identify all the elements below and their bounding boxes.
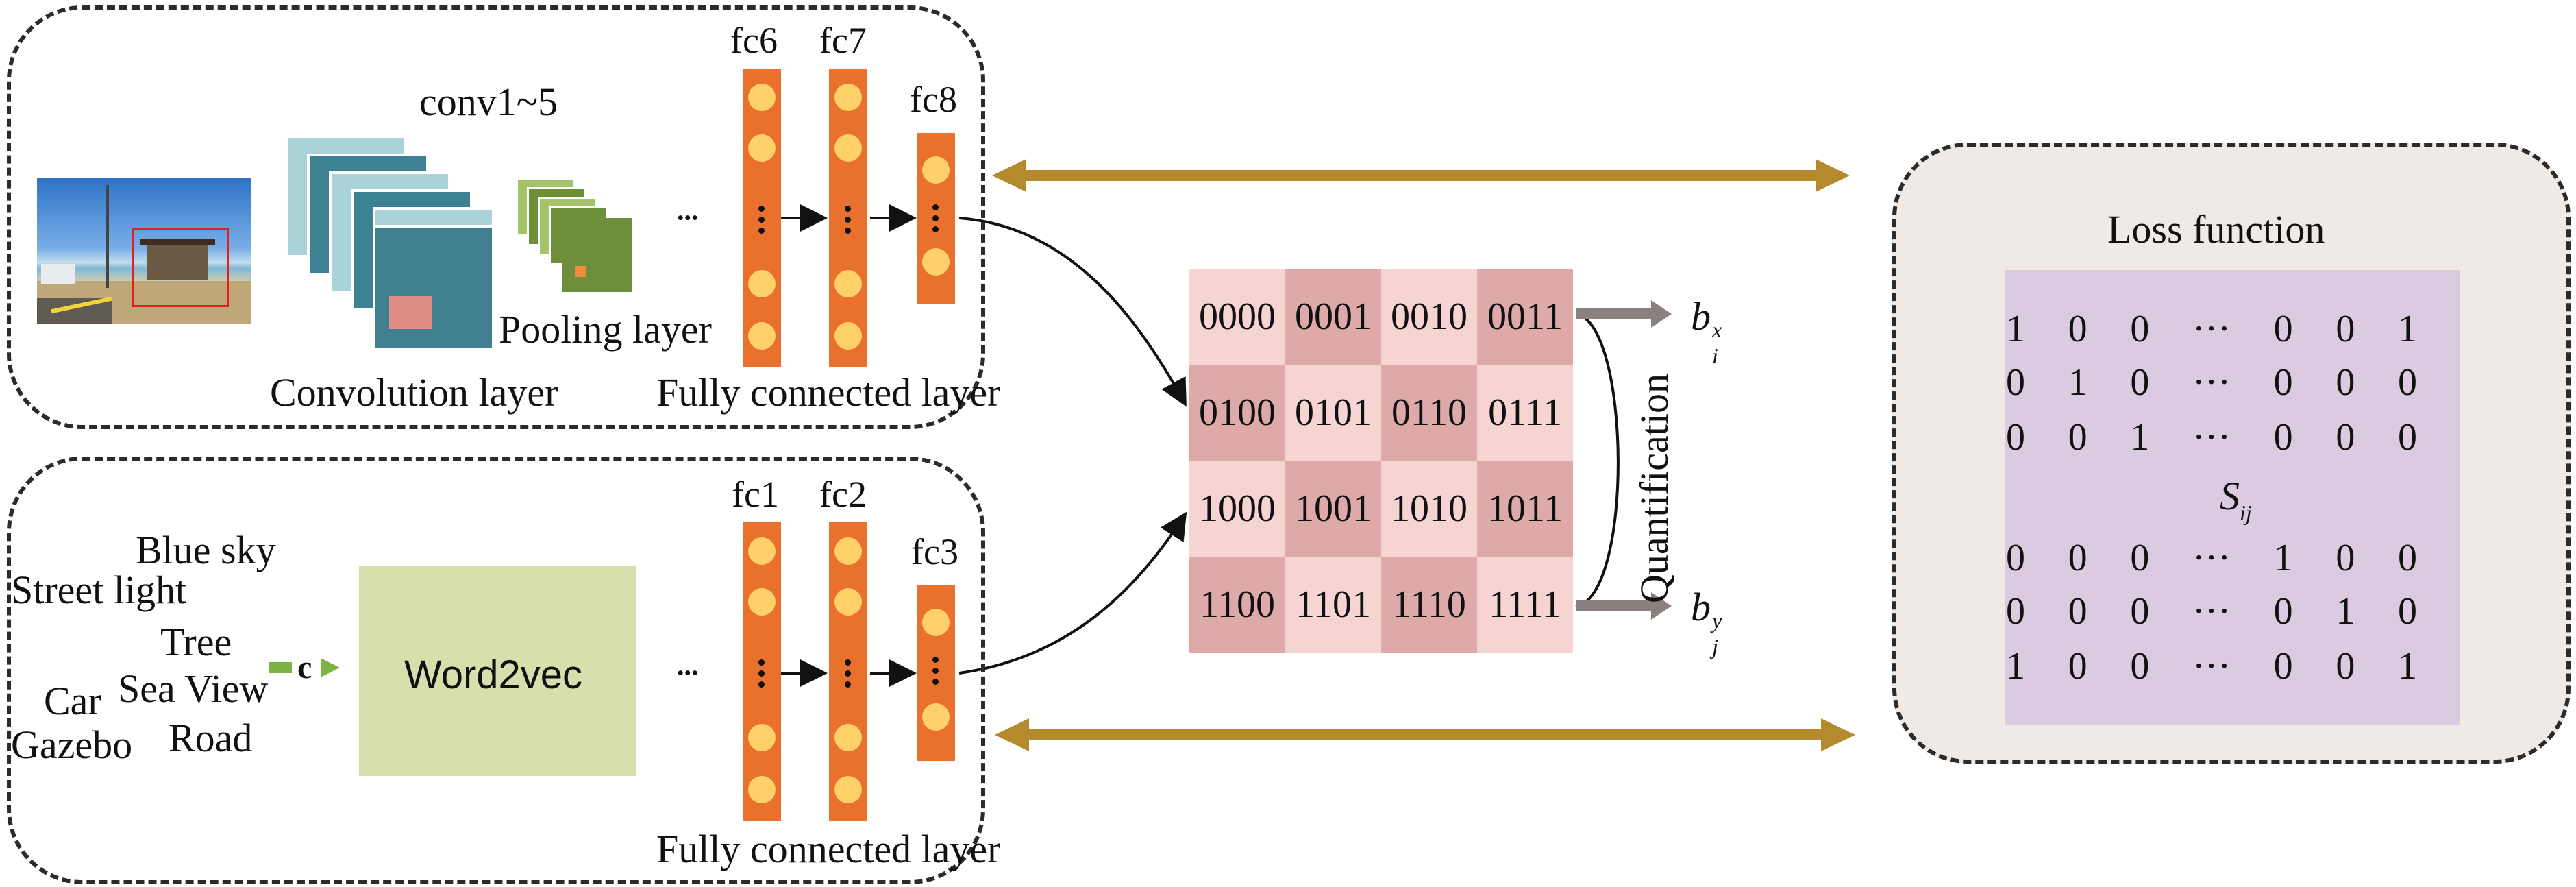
fc1-label: fc1 <box>732 474 779 515</box>
fc3-node <box>922 609 950 636</box>
word-road: Road <box>169 716 253 760</box>
fc8-node <box>922 248 950 276</box>
by-base: b <box>1691 585 1711 629</box>
hash-cell: 1000 <box>1189 461 1285 557</box>
fc8-node <box>922 156 950 184</box>
double-arrow-bottom <box>995 718 1855 751</box>
fc7-layer <box>829 69 867 367</box>
hash-cell: 0111 <box>1477 365 1573 461</box>
image-ellipsis: ... <box>676 184 699 228</box>
hash-cell: 1100 <box>1189 557 1285 653</box>
text-fully-connected-label: Fully connected layer <box>656 827 1001 871</box>
word-street-light: Street light <box>11 568 187 612</box>
fc6-node <box>748 270 776 297</box>
fc1-node <box>748 588 776 616</box>
fc2-node <box>834 776 862 803</box>
fc6-layer <box>743 69 781 367</box>
bounding-box <box>132 228 229 307</box>
loss-function-title: Loss function <box>2107 207 2325 252</box>
bx-base: b <box>1691 294 1711 339</box>
word-tree: Tree <box>160 620 232 664</box>
output-arrow-top <box>1576 300 1672 328</box>
conv-label: conv1~5 <box>419 80 558 124</box>
similarity-symbol: Sij <box>2220 474 2252 525</box>
hash-code-grid: 0000 0001 0010 0011 0100 0101 0110 0111 … <box>1189 269 1573 653</box>
hash-cell: 0110 <box>1381 365 1477 461</box>
hash-cell: 0010 <box>1381 269 1477 365</box>
quantification-label: Quantification <box>1632 373 1676 603</box>
word-sea-view: Sea View <box>118 666 269 711</box>
bx-sub: i <box>1712 343 1718 368</box>
similarity-matrix <box>2005 270 2460 725</box>
hash-cell: 0101 <box>1285 365 1381 461</box>
fc7-node <box>834 134 862 162</box>
hash-cell: 0001 <box>1285 269 1381 365</box>
fc2-layer <box>829 522 867 821</box>
output-arrow-bottom <box>1576 592 1672 620</box>
image-fully-connected-label: Fully connected layer <box>656 370 1001 415</box>
fc1-layer <box>743 522 781 821</box>
curve-image-to-grid <box>958 217 1187 407</box>
fc6-node <box>748 322 776 350</box>
word2vec-label: Word2vec <box>404 653 583 697</box>
hash-cell: 1011 <box>1477 461 1573 557</box>
word-gazebo: Gazebo <box>11 722 133 767</box>
double-arrow-top <box>992 159 1850 192</box>
convolution-layer-label: Convolution layer <box>270 370 558 415</box>
beach-photo-thumbnail <box>37 178 251 324</box>
fc2-node <box>834 724 862 751</box>
hash-cell: 1110 <box>1381 557 1477 653</box>
text-ellipsis: ... <box>676 639 699 683</box>
image-branch-panel <box>7 5 985 429</box>
fc3-layer <box>917 585 955 761</box>
c-label: c <box>297 649 312 685</box>
fc8-layer <box>917 133 955 304</box>
hash-cell: 1111 <box>1477 557 1573 653</box>
fc1-node <box>748 724 776 751</box>
fc1-node <box>748 776 776 803</box>
by-sup: y <box>1712 608 1722 633</box>
fc7-node <box>834 270 862 297</box>
fc8-label: fc8 <box>910 79 957 120</box>
quantification-bracket <box>1575 313 1620 608</box>
curve-text-to-grid <box>958 511 1187 675</box>
word2vec-box <box>359 566 636 776</box>
fc1-node <box>748 537 776 565</box>
text-branch-panel <box>7 457 985 884</box>
fc7-label: fc7 <box>819 20 867 61</box>
fc6-node <box>748 134 776 162</box>
hash-cell: 0011 <box>1477 269 1573 365</box>
hash-cell: 1001 <box>1285 461 1381 557</box>
hash-cell: 1010 <box>1381 461 1477 557</box>
word-blue-sky: Blue sky <box>136 528 276 572</box>
by-sub: j <box>1712 634 1718 659</box>
fc3-label: fc3 <box>911 531 958 572</box>
fc2-label: fc2 <box>819 474 867 515</box>
fc2-node <box>834 537 862 565</box>
hash-cell: 0000 <box>1189 269 1285 365</box>
fc6-label: fc6 <box>730 20 778 61</box>
bx-sup: x <box>1712 317 1722 342</box>
fc6-node <box>748 84 776 111</box>
c-arrow-head <box>321 658 340 677</box>
fc3-node <box>922 703 950 731</box>
fc2-node <box>834 588 862 616</box>
pooling-layer-label: Pooling layer <box>499 307 712 352</box>
hash-cell: 1101 <box>1285 557 1381 653</box>
word-car: Car <box>44 679 101 723</box>
hash-cell: 0100 <box>1189 365 1285 461</box>
fc7-node <box>834 322 862 350</box>
fc7-node <box>834 84 862 111</box>
c-arrow-shaft <box>269 662 292 673</box>
